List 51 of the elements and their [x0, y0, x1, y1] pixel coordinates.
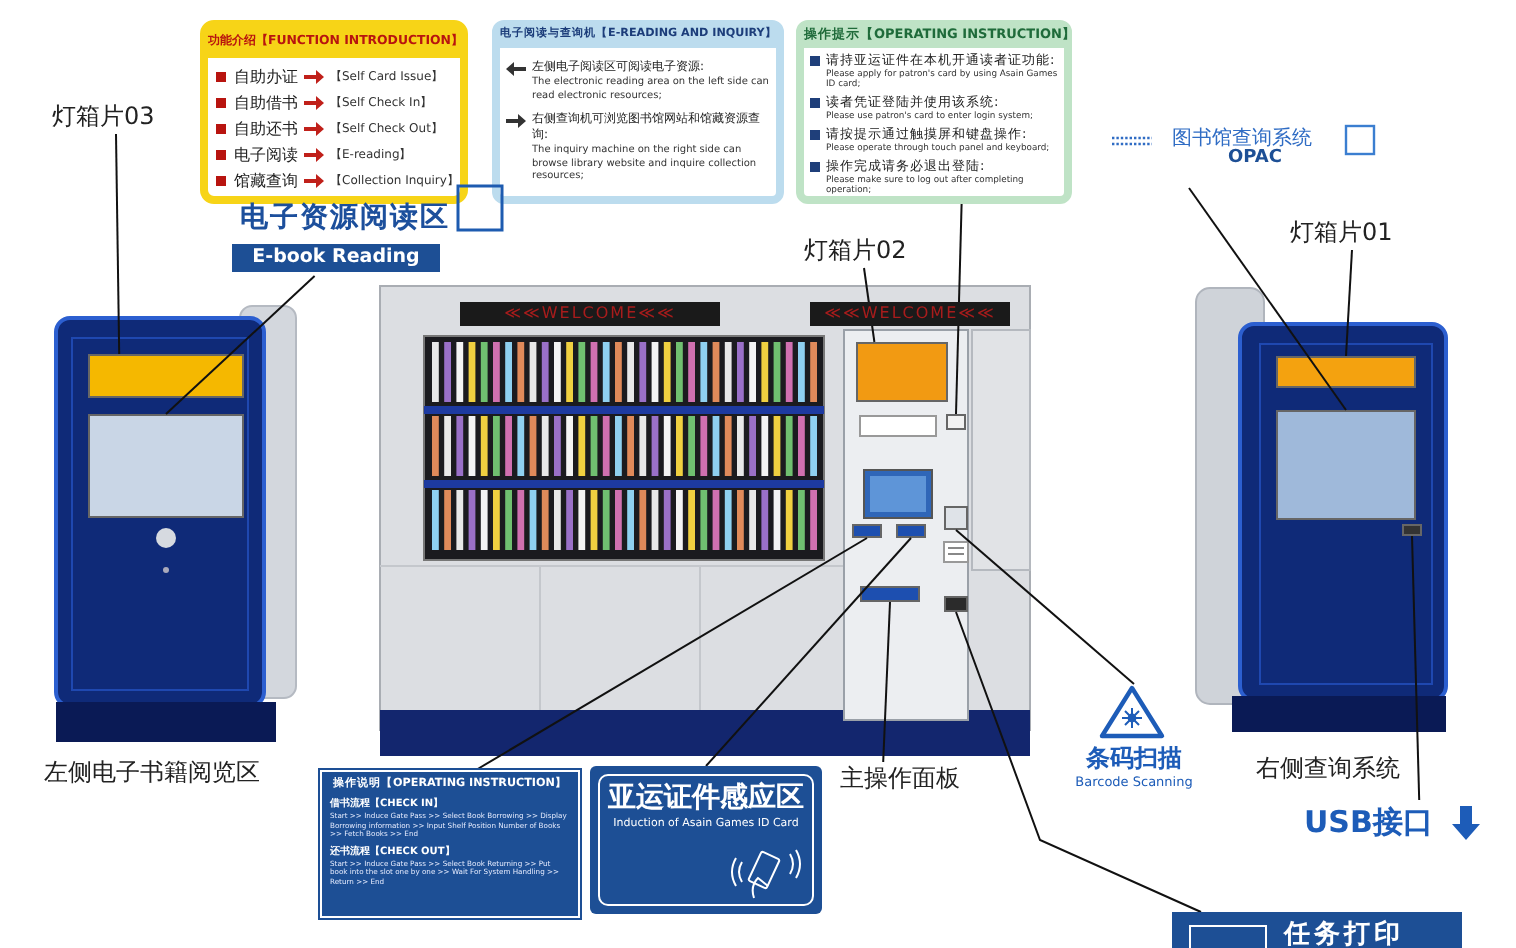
screen — [1276, 410, 1416, 520]
sign-title: 图书馆查询系统 — [1172, 125, 1312, 150]
panel-text: 自助办证 — [234, 65, 298, 87]
leader-line — [955, 529, 1135, 685]
panel-text: 电子阅读 — [234, 143, 298, 165]
sign-subtitle: OPAC — [1228, 148, 1282, 168]
sign-banner: E-book Reading — [232, 244, 440, 272]
leader-line — [955, 203, 963, 415]
leader-line — [863, 267, 876, 343]
caption-text: 右侧查询系统 — [1256, 752, 1400, 786]
panel-button — [860, 586, 920, 602]
leader-line — [705, 537, 912, 767]
panel-text: 馆藏查询 — [234, 169, 298, 191]
instruction-sign — [320, 770, 580, 918]
usb-port — [1402, 524, 1422, 536]
scanner-window — [944, 506, 968, 530]
caption-text: 左侧电子书籍阅览区 — [44, 756, 260, 790]
card-slot — [946, 414, 966, 430]
panel-text: 自助借书 — [234, 91, 298, 113]
screen — [88, 414, 244, 518]
print-banner — [1172, 912, 1462, 948]
callout-label: 主操作面板 — [840, 762, 984, 796]
info-panel — [200, 20, 468, 204]
leader-line — [882, 601, 891, 763]
lightbox-panel — [1276, 356, 1416, 388]
led-display: ≪≪WELCOME≪≪ — [810, 302, 1010, 326]
control-button — [852, 524, 882, 538]
usb-label: USB接口 — [1304, 800, 1448, 844]
control-button — [896, 524, 926, 538]
lightbox-panel — [88, 354, 244, 398]
leader-line — [1188, 187, 1347, 411]
print-slot — [944, 596, 968, 612]
lightbox-panel — [856, 342, 948, 402]
sign-title: 条码扫描 — [1084, 742, 1184, 776]
info-panel — [796, 20, 1072, 204]
callout-label: 灯箱片02 — [804, 234, 924, 268]
leader-line — [475, 537, 868, 771]
leader-line — [1345, 249, 1353, 357]
callout-label: 灯箱片01 — [1290, 216, 1414, 250]
banner-text: 任务打印 — [1284, 918, 1404, 948]
panel-text: 自助还书 — [234, 117, 298, 139]
sign-title: 亚运证件感应区 — [606, 780, 806, 816]
sensor-sign — [590, 766, 822, 914]
led-display: ≪≪WELCOME≪≪ — [460, 302, 720, 326]
leader-line — [955, 611, 1202, 913]
leader-line — [1411, 535, 1421, 801]
leader-line — [115, 133, 121, 355]
leader-line — [165, 275, 316, 415]
sign-title: 电子资源阅读区 — [240, 200, 450, 236]
callout-label: 灯箱片03 — [52, 100, 180, 134]
info-panel — [492, 20, 784, 204]
